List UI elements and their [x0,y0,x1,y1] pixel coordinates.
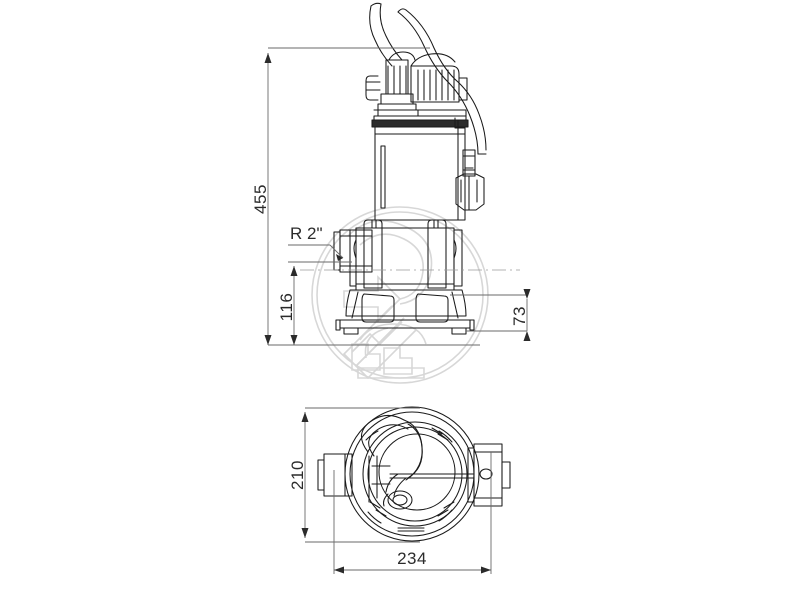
annotation-discharge-thread-label: R 2" [290,224,323,243]
motor-body [371,117,474,221]
float-switch [455,149,485,211]
top-view-dimensions [301,407,492,574]
housing-notches [365,427,455,532]
front-view-dimensions [264,47,531,346]
bracket-right [467,443,511,507]
top-plan-view [317,406,511,542]
dimension-plan-width-label: 234 [397,549,427,568]
dimension-port-height-label: 73 [510,306,529,326]
dimension-overall-height [264,47,480,346]
cable-route [371,419,475,510]
dimension-housing-height-label: 116 [277,293,296,322]
base-legs [335,319,475,335]
front-elevation-view [333,2,487,335]
dimension-plan-width [333,452,492,574]
carrying-handle [365,53,468,103]
motor-seal-band [371,119,469,128]
discharge-port-flange [317,453,353,497]
handle-arc [360,414,409,503]
dimension-overall-height-label: 455 [251,184,270,214]
dimension-port-height [450,289,531,341]
watermark-logo [311,206,489,384]
dimension-plan-depth [301,407,420,543]
annotation-discharge-thread-leader [288,244,352,263]
dimension-plan-depth-label: 210 [288,460,307,490]
suction-strainer [345,289,467,323]
